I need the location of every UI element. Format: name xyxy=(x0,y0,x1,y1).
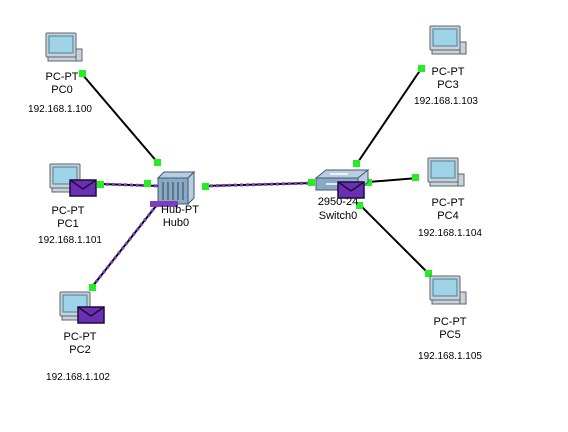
envelope-icon xyxy=(77,306,105,324)
device-type-label: PC-PT xyxy=(52,205,85,217)
pc-icon xyxy=(427,157,465,187)
link-pc4-switch0[interactable] xyxy=(367,177,419,183)
port-light xyxy=(425,270,432,277)
device-type-label: PC-PT xyxy=(46,71,79,83)
port-light xyxy=(97,181,104,188)
device-name-label: PC1 xyxy=(57,218,78,230)
port-light xyxy=(89,284,96,291)
packet-pc2[interactable] xyxy=(77,306,105,324)
link-hub0-switch0[interactable] xyxy=(203,181,315,188)
port-light xyxy=(202,183,209,190)
packet-pc1[interactable] xyxy=(69,179,97,197)
link-pc2-hub0[interactable] xyxy=(90,205,158,288)
pc-icon xyxy=(59,291,97,321)
device-pc4[interactable]: PC-PT PC4 192.168.1.104 xyxy=(418,157,482,239)
device-pc1[interactable]: PC-PT PC1 192.168.1.101 xyxy=(38,163,102,246)
link-pc3-switch0[interactable] xyxy=(355,68,422,166)
pc-icon xyxy=(45,32,83,62)
ip-address-label: 192.168.1.105 xyxy=(418,351,482,362)
envelope-icon xyxy=(69,179,97,197)
device-name-label: Hub0 xyxy=(163,217,189,229)
device-type-label: PC-PT xyxy=(432,66,465,78)
device-pc5[interactable]: PC-PT PC5 192.168.1.105 xyxy=(418,275,482,362)
port-light xyxy=(418,65,425,72)
device-name-label: PC3 xyxy=(437,79,458,91)
ip-address-label: 192.168.1.101 xyxy=(38,235,102,246)
port-lights xyxy=(79,65,432,291)
port-light xyxy=(365,179,372,186)
device-type-label: Hub-PT xyxy=(161,204,199,216)
ip-address-label: 192.168.1.100 xyxy=(28,104,92,115)
device-pc3[interactable]: PC-PT PC3 192.168.1.103 xyxy=(414,25,478,107)
device-name-label: PC0 xyxy=(51,84,72,96)
port-light xyxy=(308,179,315,186)
device-type-label: PC-PT xyxy=(434,316,467,328)
ip-address-label: 192.168.1.103 xyxy=(414,96,478,107)
device-type-label: 2950-24 xyxy=(318,196,358,208)
device-name-label: Switch0 xyxy=(319,210,358,222)
links-layer xyxy=(81,68,429,288)
device-type-label: PC-PT xyxy=(432,197,465,209)
device-name-label: PC4 xyxy=(437,210,458,222)
device-pc2[interactable]: PC-PT PC2 192.168.1.102 xyxy=(46,291,110,383)
device-hub0[interactable]: Hub-PT Hub0 xyxy=(150,170,199,229)
envelope-icon xyxy=(337,181,365,199)
port-light xyxy=(154,159,161,166)
port-light xyxy=(356,202,363,209)
port-light xyxy=(79,70,86,77)
hub-icon xyxy=(150,170,196,207)
pc-icon xyxy=(429,275,467,305)
link-pc5-switch0[interactable] xyxy=(357,202,429,274)
link-pc0-hub0[interactable] xyxy=(81,73,159,164)
port-light xyxy=(144,180,151,187)
packet-switch0[interactable] xyxy=(337,181,365,199)
device-name-label: PC5 xyxy=(439,329,460,341)
pc-icon xyxy=(429,25,467,55)
ip-address-label: 192.168.1.104 xyxy=(418,228,482,239)
device-name-label: PC2 xyxy=(69,344,90,356)
port-light xyxy=(412,174,419,181)
port-light xyxy=(353,160,360,167)
device-type-label: PC-PT xyxy=(64,331,97,343)
device-pc0[interactable]: PC-PT PC0 192.168.1.100 xyxy=(28,32,92,115)
ip-address-label: 192.168.1.102 xyxy=(46,372,110,383)
